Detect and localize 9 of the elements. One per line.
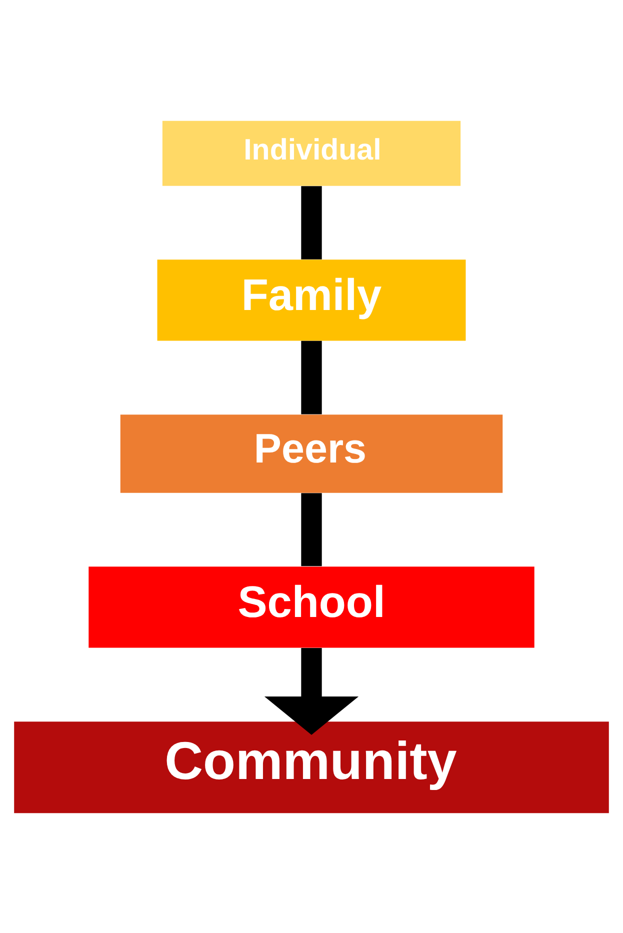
arrow (264, 647, 359, 734)
connector (301, 492, 322, 566)
node-box: Family (157, 259, 466, 340)
node-box: Community (14, 721, 609, 813)
connector (301, 340, 322, 414)
connector (301, 186, 322, 259)
node-box: Peers (120, 414, 503, 492)
node-box: School (88, 566, 534, 648)
node-box: Individual (162, 120, 461, 186)
